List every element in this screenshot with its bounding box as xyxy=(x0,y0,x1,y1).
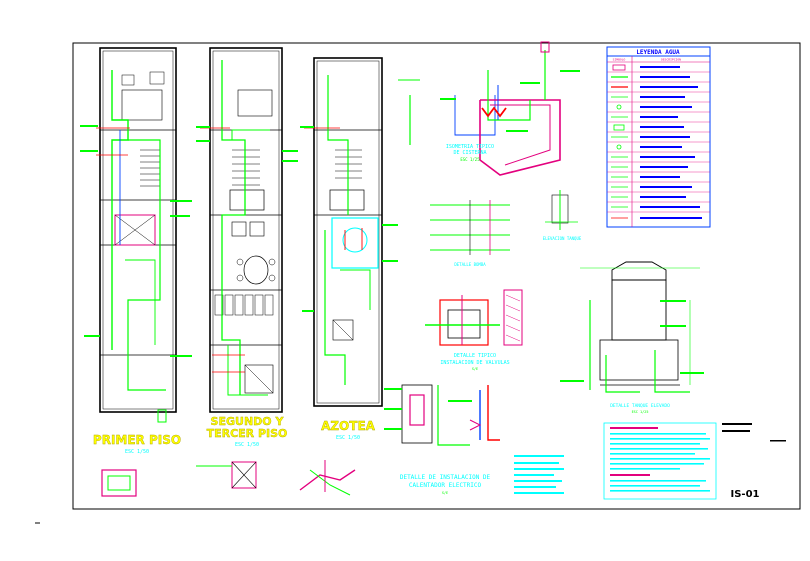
legend-title: LEYENDA AGUA xyxy=(636,49,680,56)
small-detail-registro xyxy=(101,469,137,497)
calentador-title-1: DETALLE DE INSTALACION DE xyxy=(400,474,491,481)
title-block: IS-01 xyxy=(722,423,786,500)
first-floor-title: PRIMER PISO xyxy=(93,433,181,447)
second-floor-scale: ESC 1/50 xyxy=(235,442,259,448)
notes-block-small xyxy=(514,455,564,494)
isometric-scale: ESC 1/25 xyxy=(460,157,480,162)
isometric-title-1: ISOMETRIA TIPICO xyxy=(446,144,494,150)
second-floor-title-1: SEGUNDO Y xyxy=(211,415,285,428)
small-detail-isometric xyxy=(299,460,356,496)
tanque-elevado-title: DETALLE TANQUE ELEVADO xyxy=(610,403,670,409)
detail-tanque-elevado: DETALLE TANQUE ELEVADO ESC 1/25 xyxy=(560,261,704,414)
legend-col-symbol: SIMBOLO xyxy=(613,58,626,62)
plan-segundo-tercer-piso: SEGUNDO Y TERCER PISO ESC 1/50 xyxy=(196,47,298,448)
calentador-scale: S/E xyxy=(442,491,448,495)
detail-elevation-bomba: DETALLE BOMBA xyxy=(430,200,510,267)
small-detail-valvula xyxy=(196,461,257,489)
roof-title: AZOTEA xyxy=(321,419,376,433)
legend-table: LEYENDA AGUA SIMBOLO DESCRIPCION xyxy=(606,46,711,228)
plan-azotea: AZOTEA ESC 1/50 xyxy=(300,57,398,441)
general-notes-box xyxy=(603,422,717,500)
plan-primer-piso: PRIMER PISO ESC 1/50 xyxy=(80,47,192,455)
roof-scale: ESC 1/50 xyxy=(336,435,360,441)
isometric-cisterna: ISOMETRIA TIPICO DE CISTERNA ESC 1/25 xyxy=(398,41,580,176)
detail-calentador: DETALLE DE INSTALACION DE CALENTADOR ELE… xyxy=(384,384,500,495)
second-floor-title-2: TERCER PISO xyxy=(207,427,288,440)
valvulas-title-1: DETALLE TIPICO xyxy=(454,353,496,359)
isometric-title-2: DE CISTERNA xyxy=(453,150,486,156)
tanque-small-title: ELEVACION TANQUE xyxy=(543,236,582,241)
tanque-elevado-scale: ESC 1/25 xyxy=(632,410,649,414)
detail-elevation-tanque: ELEVACION TANQUE xyxy=(543,190,582,241)
calentador-title-2: CALENTADOR ELECTRICO xyxy=(409,482,482,489)
sheet-code: IS-01 xyxy=(731,489,760,500)
detail-valvulas: DETALLE TIPICO INSTALACION DE VALVULAS S… xyxy=(425,289,523,371)
legend-col-desc: DESCRIPCION xyxy=(661,58,681,62)
valvulas-title-2: INSTALACION DE VALVULAS xyxy=(440,360,509,366)
first-floor-scale: ESC 1/50 xyxy=(125,449,149,455)
valvulas-scale: S/E xyxy=(472,367,478,371)
legend-rows xyxy=(607,64,710,219)
bomba-title: DETALLE BOMBA xyxy=(454,262,486,267)
